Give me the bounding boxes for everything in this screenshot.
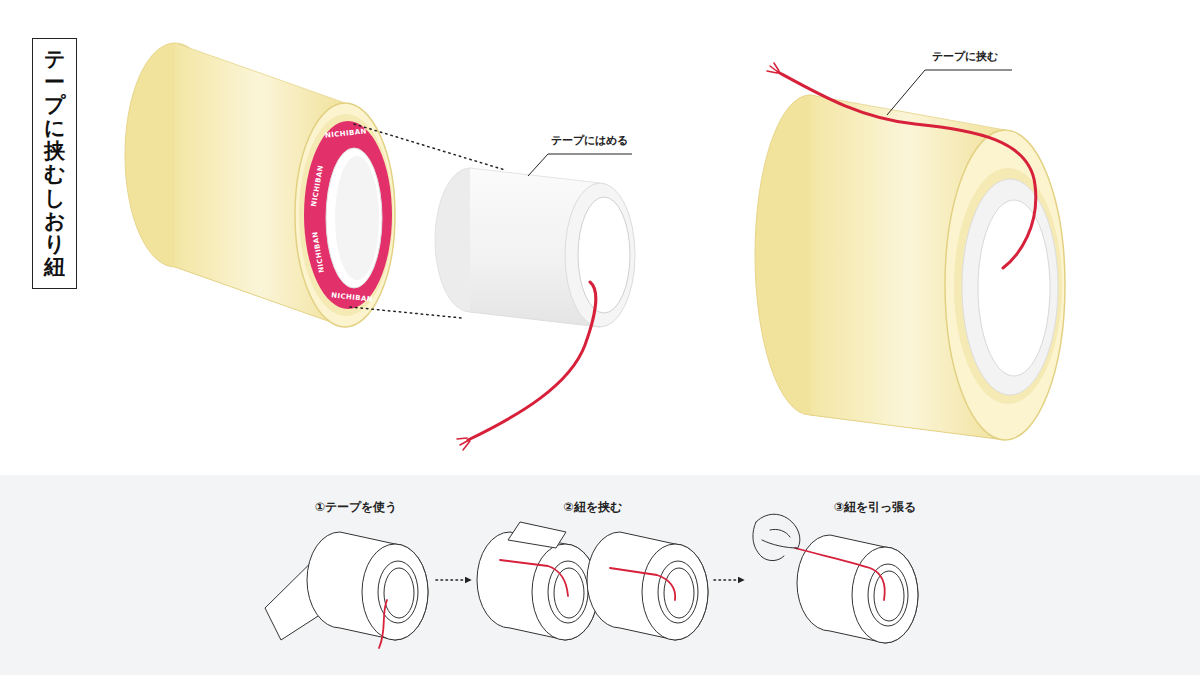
step-panel: ②紐を挟む <box>475 496 710 661</box>
brand-logo-text: NICHIBAN <box>325 128 367 139</box>
step-illustration <box>379 600 387 648</box>
step-heading: ②紐を挟む <box>475 500 710 516</box>
dotted-guide-line <box>350 307 462 318</box>
tape-roll <box>299 114 393 316</box>
title-box: テープに挟むしおり紐 <box>32 38 77 289</box>
bookmark-string <box>457 282 596 450</box>
step-illustration <box>477 532 598 640</box>
step-illustration <box>795 548 885 600</box>
tape-roll <box>295 103 395 327</box>
step-illustration <box>265 532 428 648</box>
tape-roll <box>945 130 1065 440</box>
bookmark-string <box>468 282 596 440</box>
title-text: テープに挟むしおり紐 <box>44 48 65 279</box>
step-illustration <box>753 514 800 560</box>
step-illustration <box>753 514 918 643</box>
step-heading: ③紐を引っ張る <box>748 500 1002 516</box>
brand-logo-text: NICHIBAN <box>331 292 373 303</box>
step-illustration <box>587 532 708 640</box>
tape-core-label <box>335 156 379 280</box>
step-illustration <box>307 532 428 640</box>
tape-roll <box>954 168 1062 404</box>
step-arrow <box>714 579 744 581</box>
tape-roll <box>125 43 395 327</box>
callout-label: テープにはめる <box>551 134 628 147</box>
step-illustration <box>500 560 568 596</box>
tape-roll <box>810 95 1005 130</box>
leader-line <box>887 70 1012 115</box>
leader-line <box>528 154 632 176</box>
step-illustration <box>508 522 566 548</box>
core-insert <box>565 183 635 327</box>
core-insert <box>435 168 635 327</box>
tape-roll <box>978 200 1050 376</box>
callout-label: テープに挟む <box>932 50 998 63</box>
bookmark-string <box>767 63 1036 268</box>
tape-roll <box>755 95 1065 440</box>
bookmark-string <box>778 72 1036 268</box>
core-insert <box>470 168 600 183</box>
brand-logo-text: NICHIBAN <box>312 231 326 273</box>
bookmark-string <box>457 438 470 450</box>
leader-line <box>887 70 1012 115</box>
bookmark-string <box>767 63 779 73</box>
step-illustration <box>610 568 675 600</box>
tape-core-label <box>304 121 392 309</box>
tape-roll <box>175 43 345 103</box>
step-panel: ③紐を引っ張る <box>748 496 1002 661</box>
step-illustration <box>797 535 918 643</box>
leader-line <box>528 154 632 176</box>
step-heading: ①テープを使う <box>280 500 432 516</box>
dotted-guide-line <box>354 124 505 170</box>
tape-roll <box>962 179 1058 395</box>
step-panel: ①テープを使う <box>280 496 432 661</box>
steps-band <box>0 475 1200 675</box>
tape-core-label <box>326 148 382 288</box>
core-insert <box>578 197 630 313</box>
brand-logo-text: NICHIBAN <box>311 165 325 207</box>
tape-core-label <box>304 121 392 309</box>
step-arrow <box>436 579 471 581</box>
step-illustration <box>477 522 708 640</box>
